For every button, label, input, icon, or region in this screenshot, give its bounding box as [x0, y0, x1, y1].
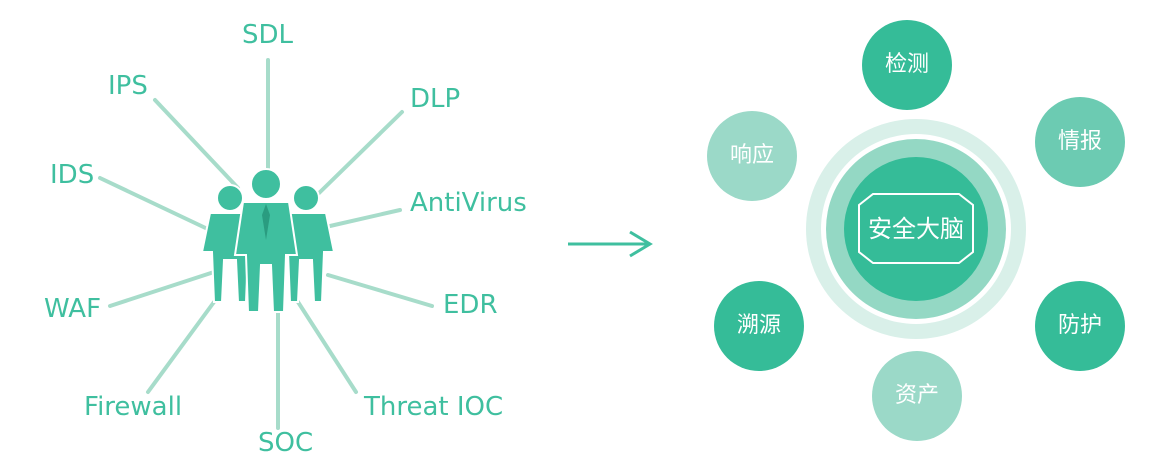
spoke-firewall — [146, 300, 216, 394]
node-trace — [714, 281, 804, 371]
node-protect — [1035, 281, 1125, 371]
node-respond — [707, 111, 797, 201]
node-intel — [1035, 97, 1125, 187]
label-ids: IDS — [50, 160, 95, 190]
spoke-ids — [98, 176, 216, 234]
label-firewall: Firewall — [84, 392, 183, 422]
node-intel-label: 情报 — [1057, 129, 1103, 154]
label-waf: WAF — [44, 294, 102, 324]
arrow-icon — [568, 230, 653, 258]
spoke-ips — [153, 98, 240, 190]
label-dlp: DLP — [410, 84, 461, 114]
core-label: 安全大脑 — [868, 215, 964, 243]
node-respond-label: 响应 — [729, 143, 775, 168]
spoke-waf — [108, 270, 216, 308]
label-sdl: SDL — [242, 20, 294, 50]
core-rings — [806, 119, 1026, 339]
spoke-dlp — [314, 110, 404, 198]
spoke-antivirus — [328, 208, 402, 228]
satellite-nodes — [707, 20, 1125, 441]
spoke-threat-ioc — [296, 300, 358, 394]
node-asset-label: 资产 — [894, 383, 940, 408]
spoke-edr — [326, 273, 434, 308]
label-threat-ioc: Threat IOC — [364, 392, 504, 422]
spokes — [98, 58, 434, 430]
node-detect-label: 检测 — [884, 52, 930, 77]
people-group-icon — [200, 168, 336, 313]
node-trace-label: 溯源 — [736, 313, 782, 338]
core-hexagon — [858, 193, 974, 264]
node-protect-label: 防护 — [1057, 313, 1103, 338]
node-detect — [862, 20, 952, 110]
label-ips: IPS — [108, 71, 148, 101]
label-soc: SOC — [258, 428, 314, 458]
label-antivirus: AntiVirus — [410, 188, 527, 218]
label-edr: EDR — [443, 290, 498, 320]
node-asset — [872, 351, 962, 441]
